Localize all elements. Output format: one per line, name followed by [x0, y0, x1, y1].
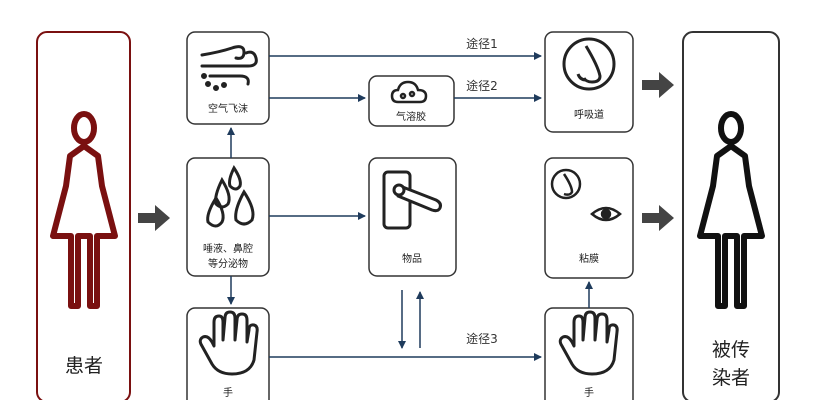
hand-icon — [198, 310, 259, 376]
node-saliva: 唾液、鼻腔 等分泌物 — [186, 157, 270, 277]
hand-icon-right — [558, 310, 619, 376]
saliva-label-line2: 等分泌物 — [208, 257, 248, 270]
node-hand-right: 手 — [544, 307, 634, 400]
patient-label: 患者 — [65, 355, 103, 377]
wind-icon — [200, 45, 258, 91]
patient-panel: 患者 — [36, 31, 131, 400]
eye-icon — [590, 206, 622, 222]
route2-label: 途径2 — [466, 78, 498, 93]
infected-label-line1: 被传 — [712, 339, 750, 361]
hand-right-label: 手 — [584, 386, 594, 399]
nose-small-icon — [550, 168, 582, 200]
air-droplet-label: 空气飞沫 — [208, 102, 248, 115]
aerosol-label: 气溶胶 — [396, 110, 426, 123]
node-hand-left: 手 — [186, 307, 270, 400]
cloud-icon — [390, 80, 428, 104]
saliva-label-line1: 唾液、鼻腔 — [203, 242, 253, 255]
arrow-patient-to-sources — [138, 205, 170, 231]
droplets-icon — [206, 165, 255, 228]
arrow-respiratory-to-infected — [642, 72, 674, 98]
node-respiratory: 呼吸道 — [544, 31, 634, 133]
mucosa-label: 粘膜 — [579, 252, 599, 265]
patient-figure-icon — [50, 111, 118, 309]
nose-icon — [562, 37, 616, 91]
node-aerosol: 气溶胶 — [368, 75, 455, 127]
route3-label: 途径3 — [466, 331, 498, 346]
node-air-droplet: 空气飞沫 — [186, 31, 270, 125]
node-object: 物品 — [368, 157, 457, 277]
infected-figure-icon — [697, 111, 765, 309]
infected-label-line2: 染者 — [712, 367, 750, 389]
arrow-mucosa-to-infected — [642, 205, 674, 231]
hand-left-label: 手 — [223, 386, 233, 399]
node-mucosa: 粘膜 — [544, 157, 634, 279]
infected-panel: 被传 染者 — [682, 31, 780, 400]
object-label: 物品 — [402, 252, 422, 265]
route1-label: 途径1 — [466, 36, 498, 51]
respiratory-label: 呼吸道 — [574, 108, 604, 121]
door-handle-icon — [382, 170, 442, 230]
